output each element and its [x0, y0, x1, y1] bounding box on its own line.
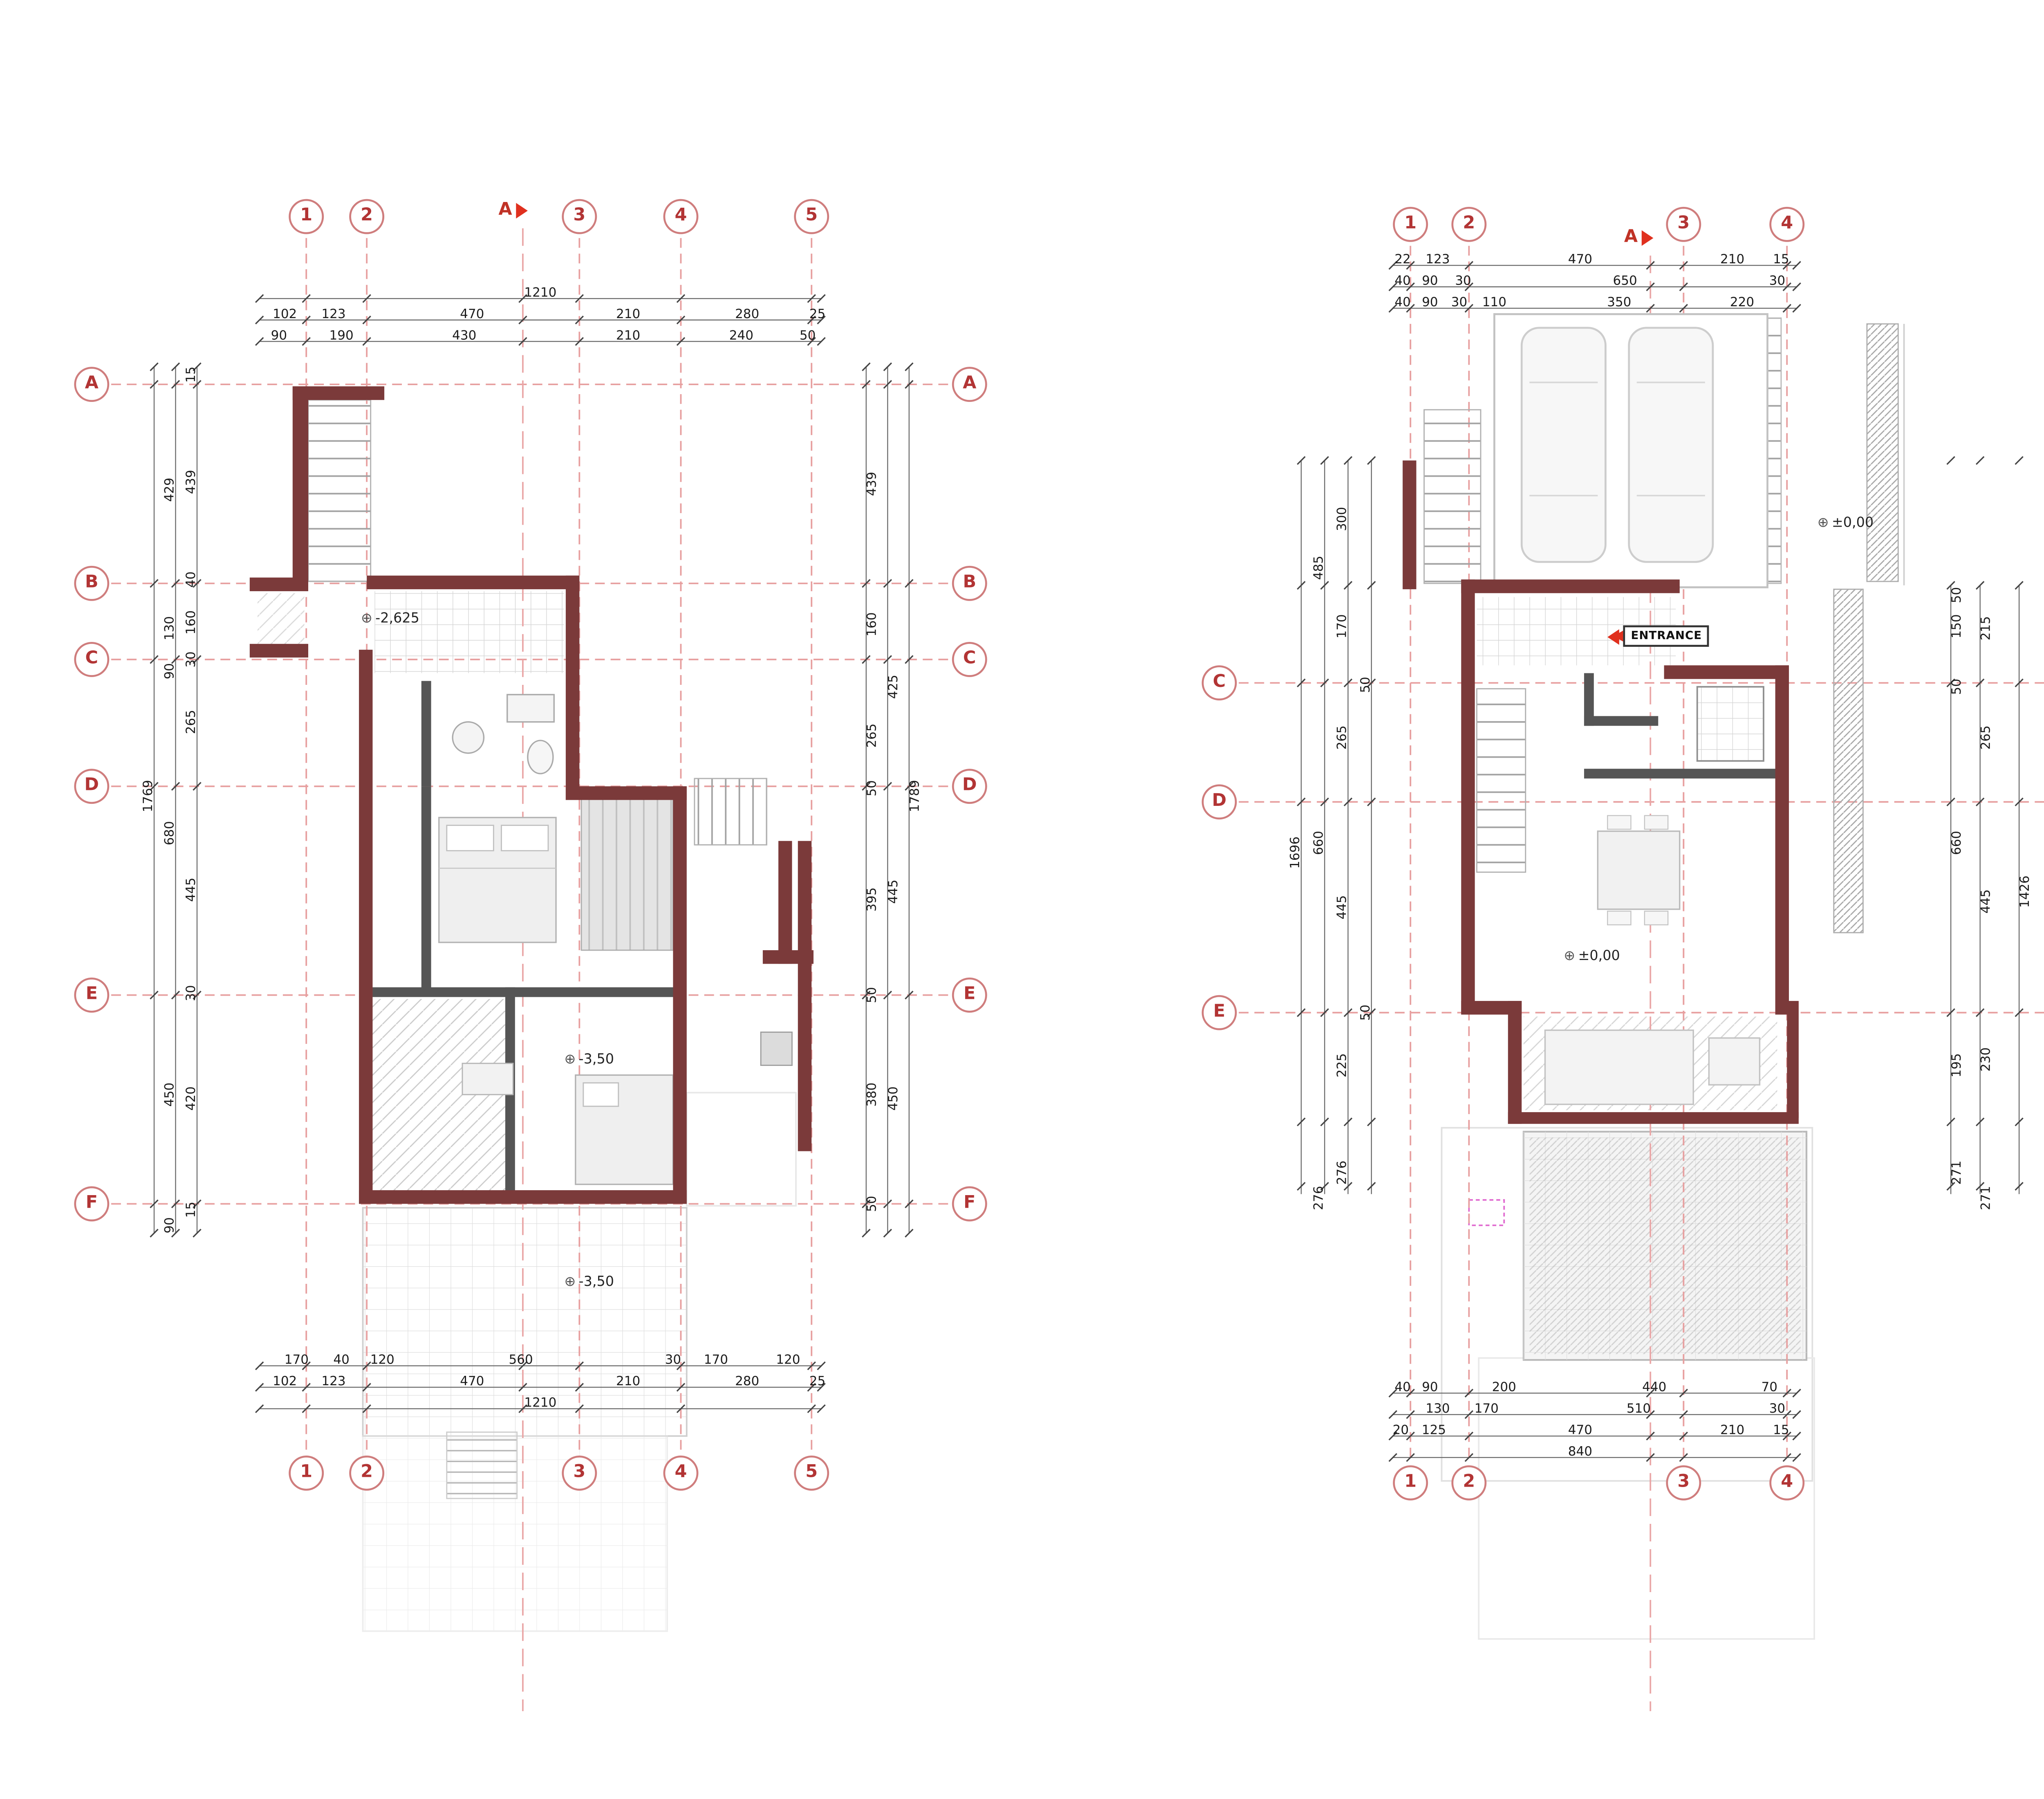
section-label: A	[498, 201, 512, 221]
dimension-lines	[149, 260, 2024, 1462]
partitions-and-furniture	[372, 313, 1899, 1200]
entrance-arrow-icon	[1607, 628, 1619, 644]
ground-entrance-marker: ENTRANCE	[1607, 625, 1710, 647]
walls	[249, 386, 1799, 1204]
entrance-label: ENTRANCE	[1623, 625, 1710, 647]
section-label: A	[1624, 228, 1638, 248]
section-marker-basement: A	[498, 201, 528, 221]
site-outlines	[362, 324, 1905, 1640]
section-marker-ground: A	[1624, 228, 1654, 248]
section-arrow-icon	[516, 203, 528, 219]
section-arrow-icon	[1641, 230, 1654, 246]
